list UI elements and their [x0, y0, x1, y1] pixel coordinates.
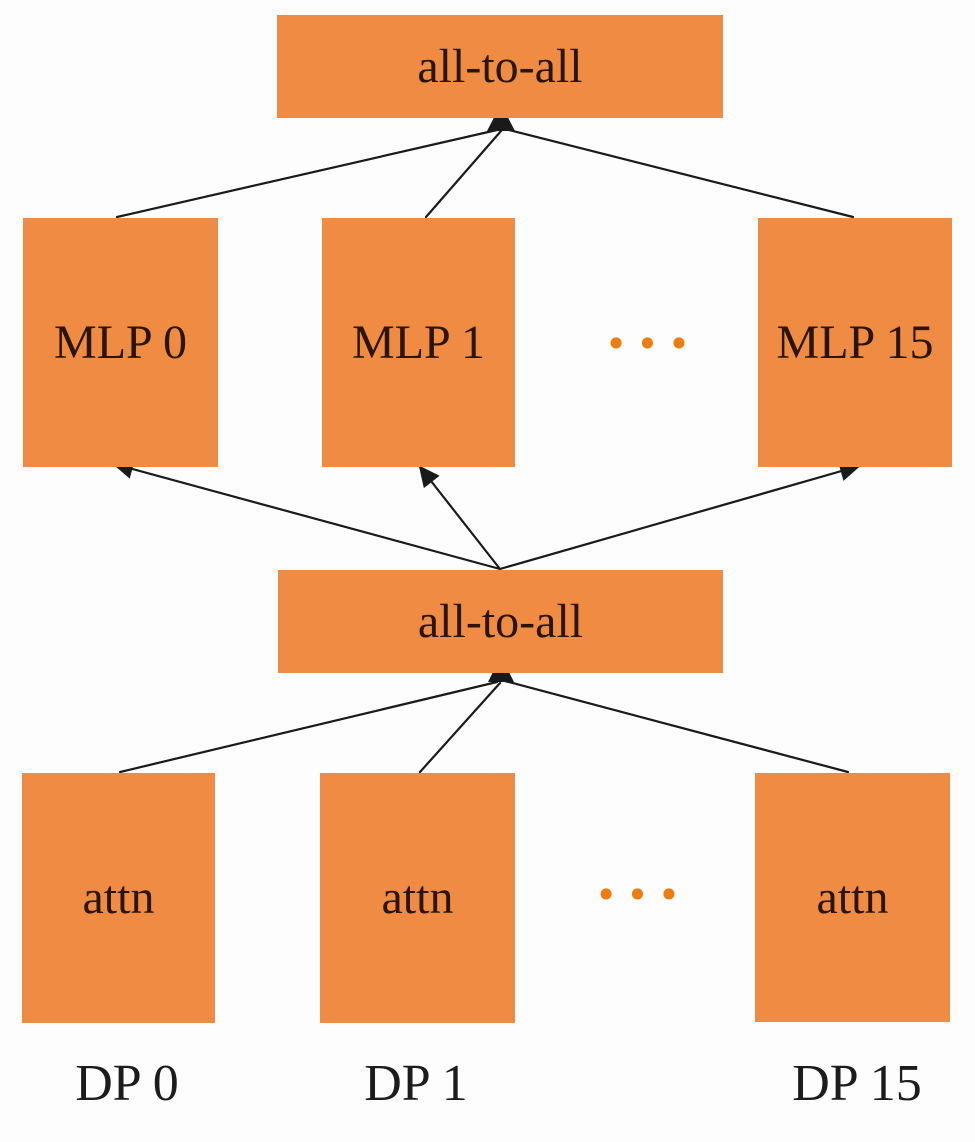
node-attn-1: attn	[320, 773, 515, 1023]
alltoall-to-mlp-edges	[112, 459, 861, 571]
node-label: MLP 0	[54, 315, 187, 369]
edge-line	[503, 679, 850, 774]
node-mlp-1: MLP 1	[322, 218, 515, 467]
edge-line	[418, 465, 502, 571]
node-all-to-all-top: all-to-all	[277, 15, 723, 118]
rank-label-dp-15: DP 15	[792, 1055, 922, 1112]
node-label: all-to-all	[417, 39, 583, 93]
node-attn-0: attn	[22, 773, 215, 1023]
node-label: MLP 15	[776, 315, 934, 369]
edge-line	[115, 128, 499, 219]
node-mlp-15: MLP 15	[758, 218, 952, 467]
node-label: MLP 1	[352, 315, 485, 369]
node-attn-15: attn	[755, 773, 950, 1022]
node-all-to-all-mid: all-to-all	[278, 570, 723, 673]
rank-label-dp-0: DP 0	[75, 1055, 179, 1112]
attn-to-mid-alltoall-edges	[118, 656, 850, 774]
ellipsis-attn-row: •••	[594, 873, 690, 917]
node-label: attn	[82, 871, 155, 924]
edge-line	[503, 127, 855, 219]
node-label: attn	[381, 871, 454, 924]
node-label: attn	[816, 870, 889, 924]
mlp-to-top-alltoall-edges	[115, 104, 855, 219]
edge-line	[424, 129, 503, 219]
edge-line	[112, 459, 502, 571]
edge-line	[118, 680, 499, 774]
node-mlp-0: MLP 0	[23, 218, 218, 467]
edge-line	[498, 461, 861, 571]
rank-label-dp-1: DP 1	[364, 1055, 468, 1112]
node-label: all-to-all	[417, 594, 584, 648]
edge-line	[418, 681, 502, 774]
ellipsis-mlp-row: •••	[604, 322, 700, 366]
